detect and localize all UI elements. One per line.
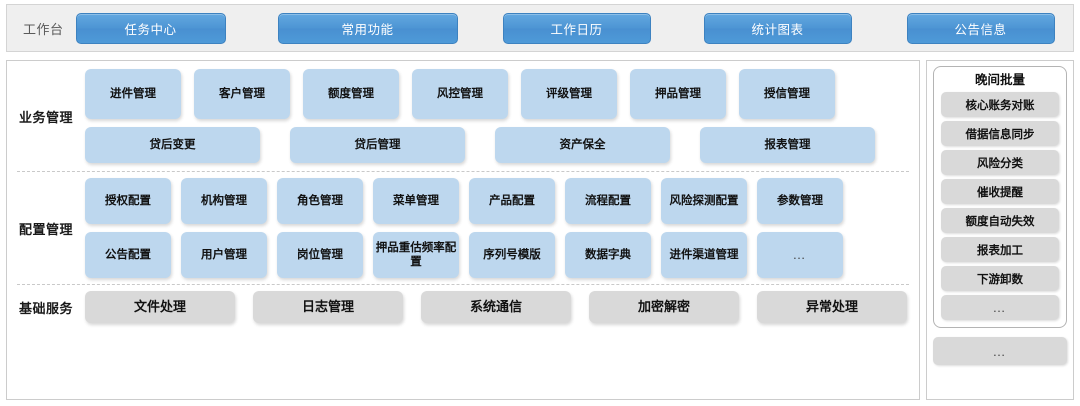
config-row-2: 公告配置 用户管理 岗位管理 押品重估频率配置 序列号模版 数据字典 进件渠道管… [85,232,909,278]
batch-item-loan-receipt-sync[interactable]: 借据信息同步 [941,121,1059,146]
night-batch-card: 晚间批量 核心账务对账 借据信息同步 风险分类 催收提醒 额度自动失效 报表加工… [933,66,1067,328]
tile-asset-preservation[interactable]: 资产保全 [495,127,670,163]
tab-statistics-chart[interactable]: 统计图表 [703,12,852,44]
tile-process-config[interactable]: 流程配置 [565,178,651,224]
tile-serial-number-template[interactable]: 序列号模版 [469,232,555,278]
tile-rating-management[interactable]: 评级管理 [521,69,617,119]
batch-item-risk-classification[interactable]: 风险分类 [941,150,1059,175]
tile-log-management[interactable]: 日志管理 [253,291,403,323]
section-body-configuration: 授权配置 机构管理 角色管理 菜单管理 产品配置 流程配置 风险探测配置 参数管… [85,178,919,278]
tile-credit-limit-management[interactable]: 额度管理 [303,69,399,119]
tile-product-config[interactable]: 产品配置 [469,178,555,224]
batch-item-collection-reminder[interactable]: 催收提醒 [941,179,1059,204]
tile-data-dictionary[interactable]: 数据字典 [565,232,651,278]
section-label-base-services: 基础服务 [18,300,73,316]
tile-user-management[interactable]: 用户管理 [181,232,267,278]
section-business-management: 业务管理 进件管理 客户管理 额度管理 风控管理 评级管理 押品管理 授信管理 … [7,61,919,169]
header-tab-list: 任务中心 常用功能 工作日历 统计图表 公告信息 [74,12,1073,44]
tile-post-loan-management[interactable]: 贷后管理 [290,127,465,163]
tile-position-management[interactable]: 岗位管理 [277,232,363,278]
tile-role-management[interactable]: 角色管理 [277,178,363,224]
top-header-bar: 工作台 任务中心 常用功能 工作日历 统计图表 公告信息 [6,4,1074,52]
business-row-2: 贷后变更 贷后管理 资产保全 报表管理 [85,127,909,163]
batch-item-report-processing[interactable]: 报表加工 [941,237,1059,262]
tile-system-communication[interactable]: 系统通信 [421,291,571,323]
tile-config-more[interactable]: … [757,232,843,278]
tile-report-management[interactable]: 报表管理 [700,127,875,163]
night-batch-title: 晚间批量 [974,73,1025,87]
section-configuration-management: 配置管理 授权配置 机构管理 角色管理 菜单管理 产品配置 流程配置 风险探测配… [7,174,919,282]
section-base-services: 基础服务 文件处理 日志管理 系统通信 加密解密 异常处理 [7,287,919,327]
tile-application-management[interactable]: 进件管理 [85,69,181,119]
config-row-1: 授权配置 机构管理 角色管理 菜单管理 产品配置 流程配置 风险探测配置 参数管… [85,178,909,224]
tab-work-calendar[interactable]: 工作日历 [502,12,651,44]
base-services-row-1: 文件处理 日志管理 系统通信 加密解密 异常处理 [85,291,925,323]
night-batch-panel: 晚间批量 核心账务对账 借据信息同步 风险分类 催收提醒 额度自动失效 报表加工… [926,60,1074,400]
tile-parameter-management[interactable]: 参数管理 [757,178,843,224]
tile-file-processing[interactable]: 文件处理 [85,291,235,323]
right-panel-more-tile[interactable]: … [933,337,1067,365]
tile-collateral-management[interactable]: 押品管理 [630,69,726,119]
section-body-base-services: 文件处理 日志管理 系统通信 加密解密 异常处理 [85,291,935,323]
page-title: 工作台 [23,21,64,37]
section-label-business: 业务管理 [18,109,73,125]
batch-item-core-account-reconciliation[interactable]: 核心账务对账 [941,92,1059,117]
business-row-1: 进件管理 客户管理 额度管理 风控管理 评级管理 押品管理 授信管理 [85,69,909,119]
batch-item-credit-limit-auto-expiry[interactable]: 额度自动失效 [941,208,1059,233]
tab-common-functions[interactable]: 常用功能 [277,12,458,44]
divider-config-base [17,284,909,285]
divider-business-config [17,171,909,172]
tile-collateral-revaluation-frequency-config[interactable]: 押品重估频率配置 [373,232,459,278]
tile-application-channel-management[interactable]: 进件渠道管理 [661,232,747,278]
tile-post-loan-change[interactable]: 贷后变更 [85,127,260,163]
modules-card: 业务管理 进件管理 客户管理 额度管理 风控管理 评级管理 押品管理 授信管理 … [6,60,920,400]
tile-menu-management[interactable]: 菜单管理 [373,178,459,224]
tile-announcement-config[interactable]: 公告配置 [85,232,171,278]
tile-risk-detection-config[interactable]: 风险探测配置 [661,178,747,224]
tab-announcements[interactable]: 公告信息 [906,12,1055,44]
batch-item-more[interactable]: … [941,295,1059,320]
tile-exception-handling[interactable]: 异常处理 [757,291,907,323]
tile-customer-management[interactable]: 客户管理 [194,69,290,119]
tile-risk-control-management[interactable]: 风控管理 [412,69,508,119]
tile-authorization-config[interactable]: 授权配置 [85,178,171,224]
tile-organization-management[interactable]: 机构管理 [181,178,267,224]
tab-task-center[interactable]: 任务中心 [75,12,226,44]
batch-item-downstream-data-unload[interactable]: 下游卸数 [941,266,1059,291]
section-label-configuration: 配置管理 [18,221,73,237]
section-body-business: 进件管理 客户管理 额度管理 风控管理 评级管理 押品管理 授信管理 贷后变更 … [85,69,919,163]
tile-encryption-decryption[interactable]: 加密解密 [589,291,739,323]
tile-credit-granting-management[interactable]: 授信管理 [739,69,835,119]
